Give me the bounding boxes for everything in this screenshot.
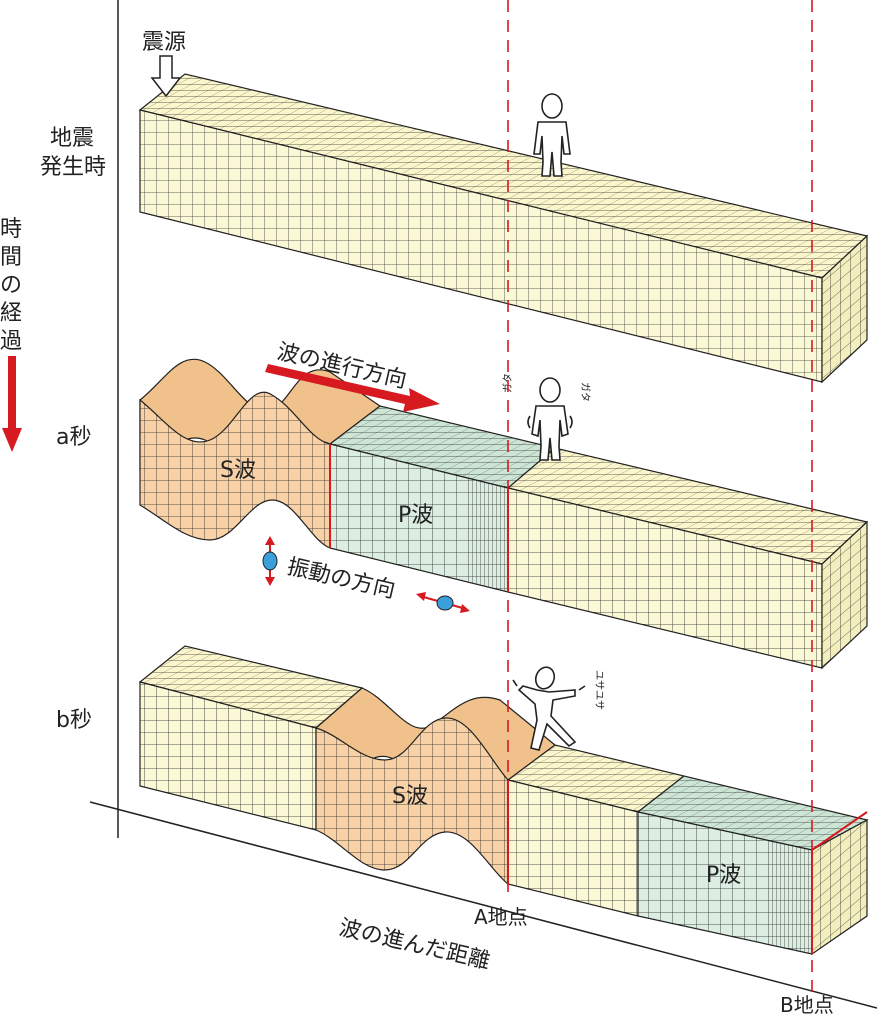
a-seconds-label: a秒 bbox=[56, 425, 91, 450]
time-arrow-icon bbox=[2, 356, 22, 452]
person-standing-icon bbox=[533, 93, 571, 177]
time-elapsed-char: の bbox=[0, 273, 22, 298]
epicenter-arrow-icon bbox=[150, 55, 182, 98]
p-wave-label-b: P波 bbox=[706, 863, 741, 888]
b-seconds-label: b秒 bbox=[56, 708, 92, 733]
wave-direction-arrow-icon bbox=[265, 364, 440, 412]
s-wave-label-a: S波 bbox=[220, 458, 256, 483]
point-b-label: B地点 bbox=[780, 993, 834, 1017]
quake-time-label-line1: 地震 bbox=[50, 126, 94, 151]
vibration-horizontal-icon bbox=[416, 592, 470, 613]
sfx-gata-right: ガタ bbox=[579, 382, 591, 402]
epicenter-label: 震源 bbox=[142, 30, 186, 55]
p-wave-label-a: P波 bbox=[398, 503, 433, 528]
distance-label: 波の進んだ距離 bbox=[337, 915, 493, 974]
vibration-vertical-icon bbox=[262, 536, 278, 586]
person-shaking-icon bbox=[527, 377, 573, 461]
block-a-seconds bbox=[139, 358, 869, 670]
time-elapsed-char: 時 bbox=[0, 217, 22, 242]
vibration-direction-label: 振動の方向 bbox=[285, 554, 398, 603]
time-elapsed-char: 過 bbox=[0, 329, 22, 354]
point-a-label: A地点 bbox=[474, 905, 528, 929]
block-quake-time bbox=[138, 73, 869, 384]
time-elapsed-char: 経 bbox=[0, 301, 22, 326]
time-elapsed-char: 間 bbox=[0, 245, 22, 270]
block-b-seconds bbox=[138, 645, 869, 956]
sfx-yusa: ユサユサ bbox=[593, 670, 605, 710]
distance-axis-line bbox=[89, 801, 877, 1009]
person-falling-icon bbox=[512, 666, 586, 751]
s-wave-label-b: S波 bbox=[392, 784, 428, 809]
time-elapsed-label: 時 間 の 経 過 bbox=[0, 217, 22, 354]
quake-time-label-line2: 発生時 bbox=[40, 155, 106, 180]
